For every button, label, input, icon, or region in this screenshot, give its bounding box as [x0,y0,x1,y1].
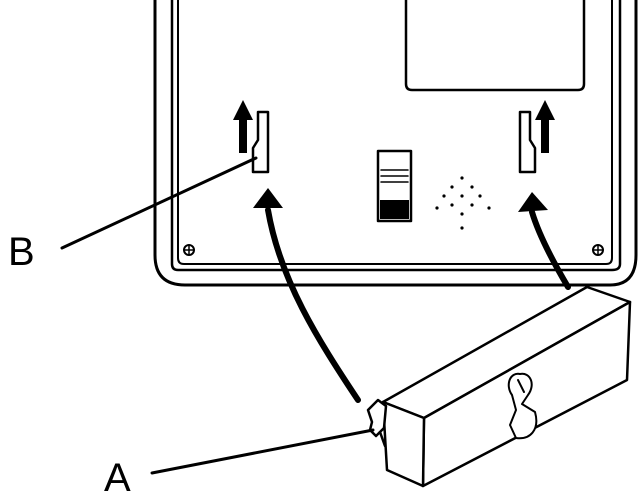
speaker-grille-icon [435,176,491,230]
hook-slot-icon-right [518,110,537,174]
slide-switch-icon [376,149,413,223]
insertion-arrow-left [253,188,361,403]
up-arrow-icon-left [233,100,253,153]
screw-icon-left [183,244,195,256]
insertion-arrow-right [518,192,571,290]
mounting-bracket [366,285,632,488]
leader-line-b [60,156,258,250]
top-compartment [404,0,586,92]
screw-icon-right [592,244,604,256]
leader-line-a [150,428,375,475]
up-arrow-icon-right [535,100,555,153]
callout-label-a: A [104,456,131,500]
base-unit-back [153,0,638,287]
hook-slot-icon-left [251,110,270,174]
callout-label-b: B [8,230,35,274]
bracket-keyhole [507,372,538,440]
